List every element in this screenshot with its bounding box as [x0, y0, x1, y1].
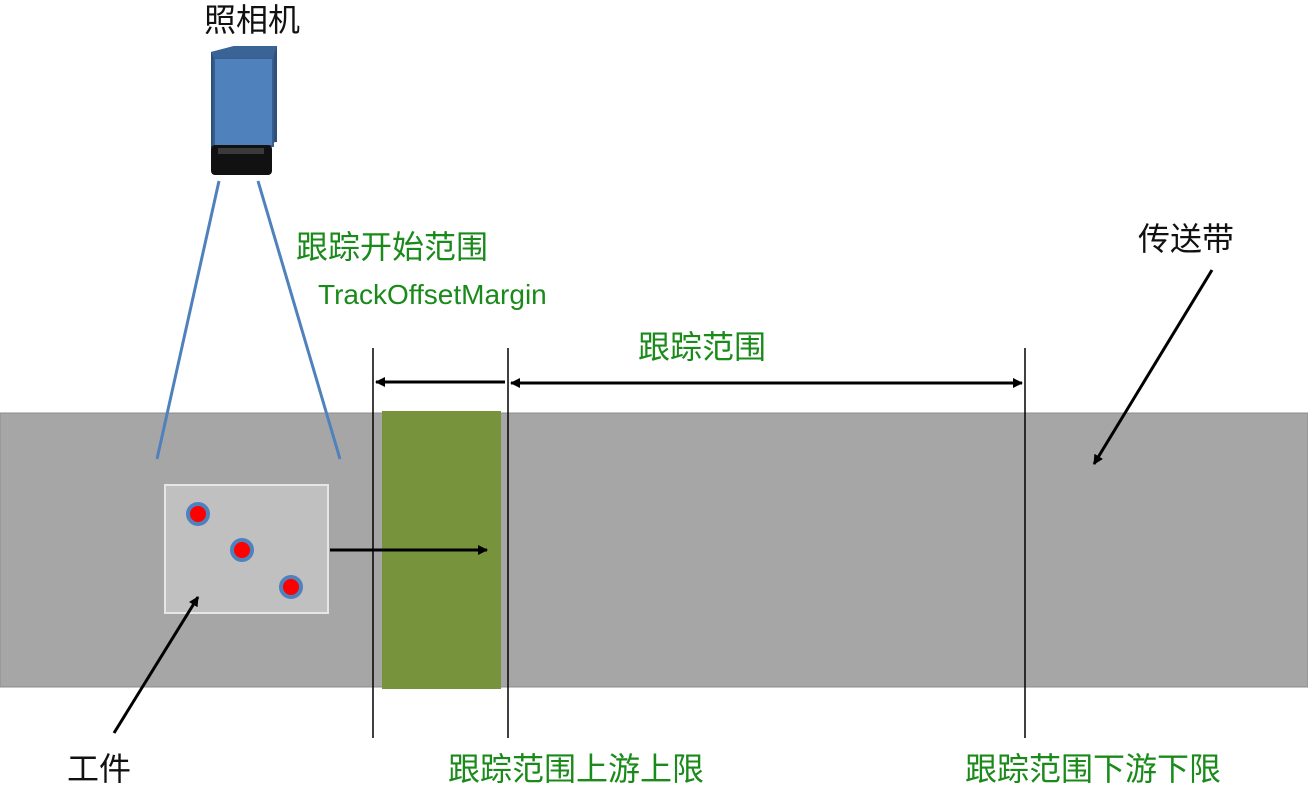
- downstream-limit-label: 跟踪范围下游下限: [965, 750, 1222, 788]
- workpiece-marker: [230, 538, 254, 562]
- camera-fov-left-line: [155, 180, 221, 460]
- workpiece-marker: [186, 502, 210, 526]
- workpiece-pointer-arrow: [112, 596, 200, 734]
- workpiece-marker: [279, 575, 303, 599]
- conveyor-label: 传送带: [1138, 220, 1235, 258]
- track-offset-margin-label: TrackOffsetMargin: [318, 279, 547, 310]
- upstream-limit-label: 跟踪范围上游上限: [448, 750, 705, 788]
- conveyor-pointer-arrow: [1092, 269, 1214, 465]
- track-range-label: 跟踪范围: [638, 328, 767, 366]
- camera-icon: [211, 46, 277, 175]
- camera-label: 照相机: [204, 1, 301, 39]
- track-start-label: 跟踪开始范围: [296, 228, 489, 266]
- camera-fov-right-line: [256, 180, 342, 460]
- workpiece-label: 工件: [67, 750, 132, 788]
